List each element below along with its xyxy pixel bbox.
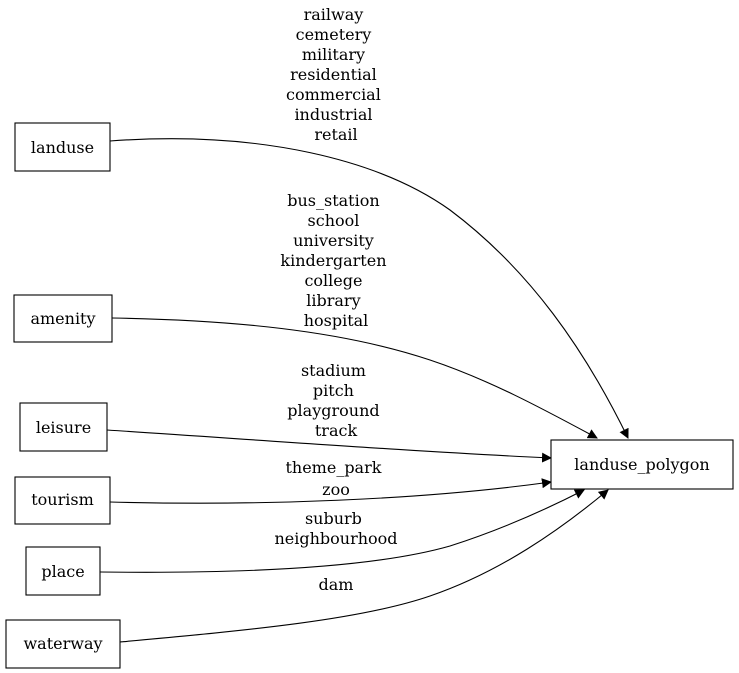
- node-label-leisure: leisure: [36, 418, 91, 437]
- edge-label: theme_park: [285, 458, 381, 477]
- node-label-tourism: tourism: [31, 490, 94, 509]
- edge-label-group-place: suburb neighbourhood: [274, 509, 397, 548]
- edge-label-group-leisure: stadium pitch playground track: [287, 361, 384, 440]
- node-box: [14, 122, 111, 172]
- edge-label: track: [315, 421, 358, 440]
- node-box: [19, 402, 108, 452]
- node-box: [13, 294, 113, 343]
- edge-label: school: [308, 211, 360, 230]
- edge-amenity-to-landuse-polygon: [111, 317, 598, 439]
- edge-label: commercial: [286, 85, 381, 104]
- node-label-amenity: amenity: [30, 309, 95, 328]
- edge-label: playground: [287, 401, 379, 420]
- edge-labels: railway cemetery military residential co…: [274, 5, 397, 594]
- node-place: place: [25, 546, 101, 596]
- edge-label: university: [293, 231, 374, 250]
- edge-label-group-landuse: railway cemetery military residential co…: [286, 5, 386, 144]
- edge-label: cemetery: [296, 25, 372, 44]
- edge-label: hospital: [304, 311, 369, 330]
- edge-label: kindergarten: [280, 251, 386, 270]
- edge-waterway-to-landuse-polygon: [119, 489, 609, 643]
- node-landuse: landuse: [14, 122, 111, 172]
- edge-label: college: [304, 271, 362, 290]
- edge-label: residential: [290, 65, 377, 84]
- node-label-waterway: waterway: [23, 634, 102, 653]
- nodes: landuse amenity leisure tourism place wa…: [5, 122, 734, 669]
- node-box: [550, 439, 734, 490]
- edge-label-group-amenity: bus_station school university kindergart…: [280, 191, 391, 330]
- edge-landuse-to-landuse-polygon: [109, 138, 629, 439]
- edge-leisure-to-landuse-polygon: [106, 429, 552, 463]
- edge-place-to-landuse-polygon: [99, 489, 585, 573]
- edge-label-group-tourism: theme_park zoo: [285, 458, 386, 499]
- edge-label: bus_station: [287, 191, 379, 210]
- edge-label: retail: [314, 125, 357, 144]
- edge-tourism-to-landuse-polygon: [109, 478, 552, 504]
- node-tourism: tourism: [14, 476, 111, 525]
- node-landuse-polygon: landuse_polygon: [550, 439, 734, 490]
- node-leisure: leisure: [19, 402, 108, 452]
- edge-label: stadium: [301, 361, 366, 380]
- edges: [99, 138, 629, 643]
- edge-label: library: [306, 291, 360, 310]
- edge-label-group-waterway: dam: [319, 575, 354, 594]
- edge-label: dam: [319, 575, 354, 594]
- node-label-place: place: [41, 562, 84, 581]
- edge-label: pitch: [313, 381, 354, 400]
- node-label-landuse-polygon: landuse_polygon: [574, 455, 709, 474]
- node-box: [5, 619, 121, 669]
- node-box: [25, 546, 101, 596]
- edge-label: neighbourhood: [274, 529, 397, 548]
- edge-label: zoo: [322, 480, 350, 499]
- edge-label: industrial: [294, 105, 372, 124]
- edge-label: railway: [304, 5, 364, 24]
- edge-label: military: [302, 45, 365, 64]
- edge-label: suburb: [305, 509, 362, 528]
- node-amenity: amenity: [13, 294, 113, 343]
- node-waterway: waterway: [5, 619, 121, 669]
- node-box: [14, 476, 111, 525]
- node-label-landuse: landuse: [31, 138, 94, 157]
